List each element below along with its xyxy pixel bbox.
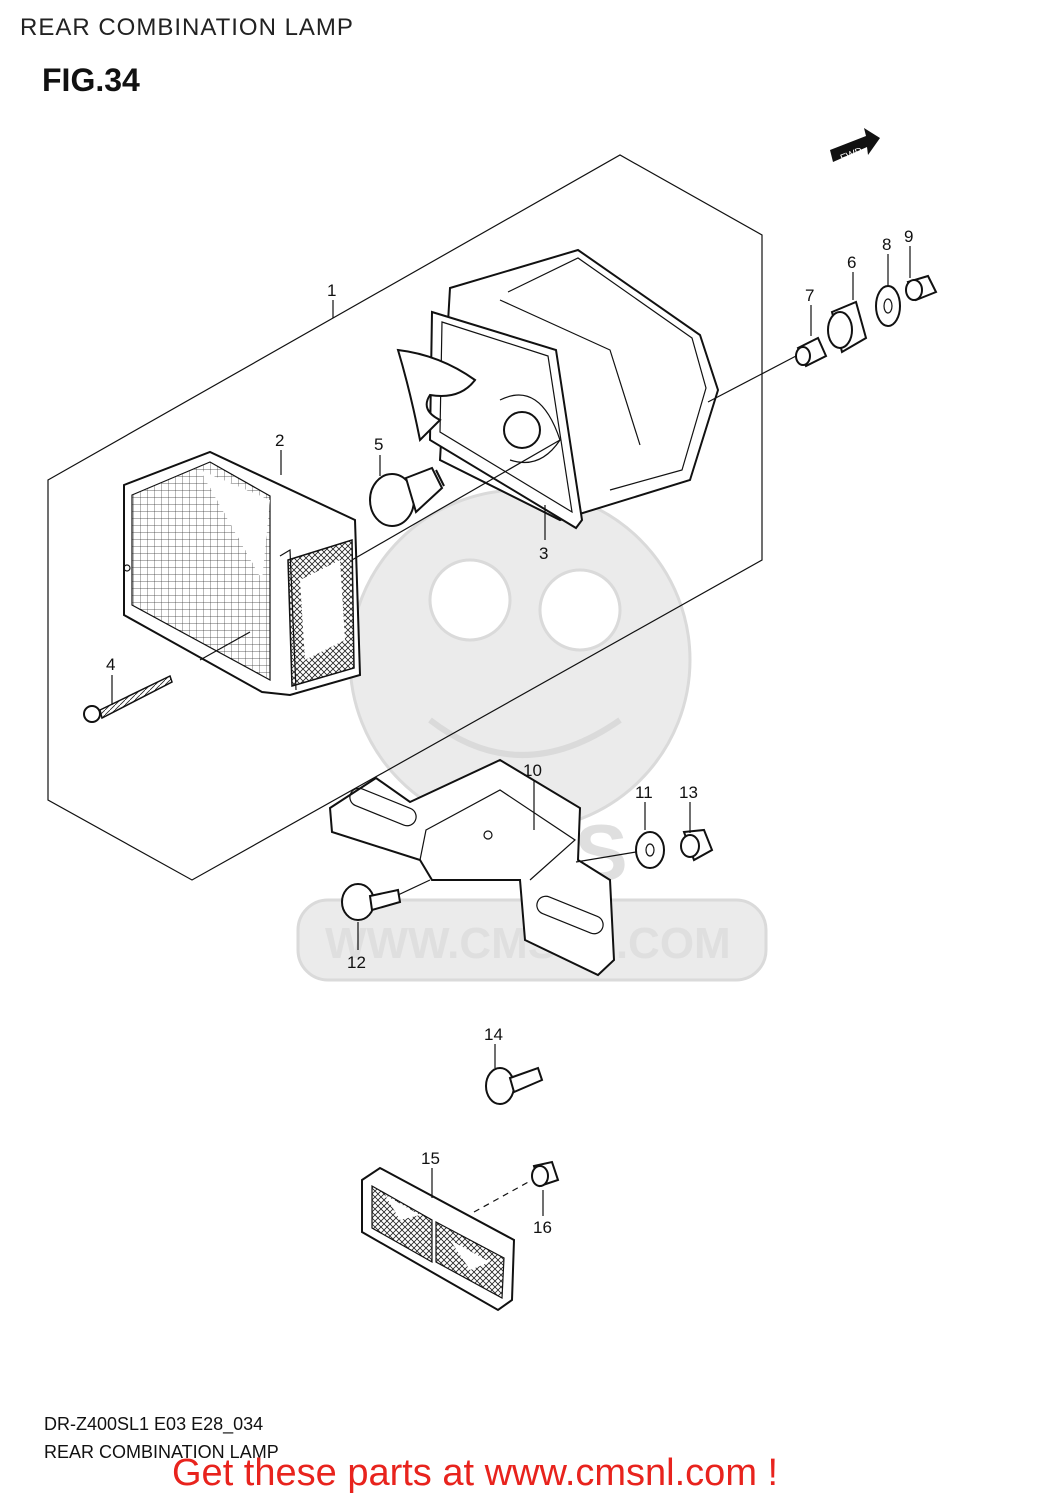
page-title: REAR COMBINATION LAMP — [20, 14, 354, 41]
callout-3: 3 — [539, 544, 548, 563]
callout-15: 15 — [421, 1149, 440, 1168]
model-code: DR-Z400SL1 E03 E28_034 — [44, 1414, 264, 1434]
callout-2: 2 — [275, 431, 284, 450]
reflector-nut — [531, 1160, 560, 1188]
screw-head-icon — [83, 705, 101, 723]
figure-number: FIG.34 — [42, 62, 140, 98]
bulb — [369, 466, 445, 527]
callout-13: 13 — [679, 783, 698, 802]
reflector-screw — [485, 1066, 544, 1105]
washer-part-11 — [635, 831, 665, 869]
screw-head-icon-2 — [485, 1067, 515, 1105]
callout-labels: 1 2 3 4 5 6 7 8 9 10 11 12 13 14 15 16 — [106, 227, 913, 1237]
callout-11: 11 — [635, 783, 653, 802]
footer-title: REAR COMBINATION LAMP — [44, 1442, 279, 1462]
mounting-hardware-upper — [795, 274, 938, 368]
callout-10: 10 — [523, 761, 542, 780]
washer-part-8 — [875, 285, 901, 327]
license-plate-bracket — [328, 758, 616, 977]
callout-6: 6 — [847, 253, 856, 272]
promo-banner-link[interactable]: Get these parts at www.cmsnl.com ! — [172, 1452, 779, 1494]
lamp-housing — [396, 248, 720, 530]
callout-4: 4 — [106, 655, 115, 674]
bracket-bolt — [341, 883, 402, 921]
callout-8: 8 — [882, 235, 891, 254]
callout-leaders — [111, 246, 911, 1216]
callout-9: 9 — [904, 227, 913, 246]
fwd-arrow-icon — [830, 128, 880, 162]
tail-lamp-lens — [123, 450, 362, 697]
callout-7: 7 — [805, 286, 814, 305]
forward-direction-indicator: FWD — [830, 128, 880, 164]
callout-1: 1 — [327, 281, 336, 300]
callout-12: 12 — [347, 953, 366, 972]
callout-16: 16 — [533, 1218, 552, 1237]
callout-14: 14 — [484, 1025, 503, 1044]
bolt-head-icon — [341, 883, 375, 921]
assembly-outline — [47, 154, 763, 881]
assembly-lines — [199, 355, 797, 1213]
lens-screw — [83, 674, 173, 723]
mounting-hardware-lower — [635, 828, 714, 869]
reflector — [361, 1166, 516, 1312]
callout-5: 5 — [374, 435, 383, 454]
